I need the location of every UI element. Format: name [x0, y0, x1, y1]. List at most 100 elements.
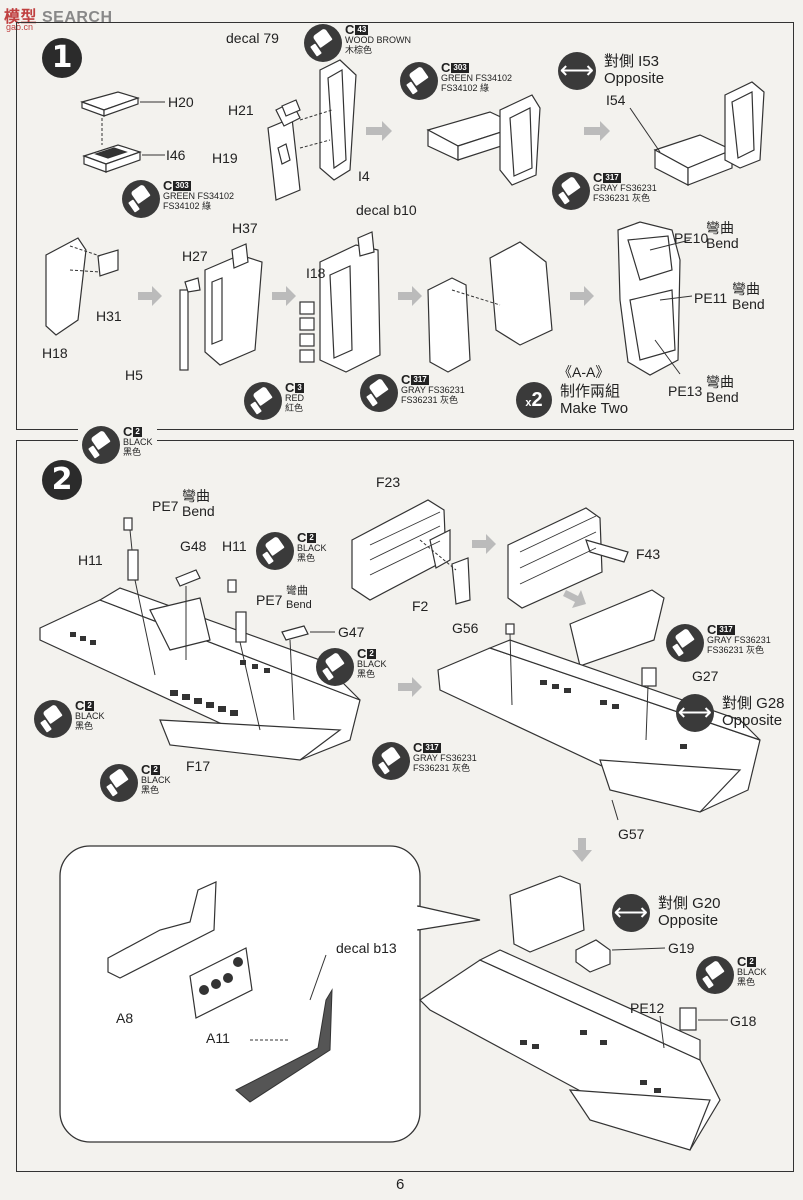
paintbrush-icon	[316, 648, 354, 686]
paint-num: 2	[307, 532, 316, 543]
step1-badge: 1	[42, 38, 82, 78]
paint-code: C	[737, 953, 747, 969]
label-pe11-bend-en: Bend	[732, 296, 765, 312]
label-pe10-bend-en: Bend	[706, 235, 739, 251]
make-two-badge: x2	[516, 382, 552, 418]
part-h20	[80, 91, 140, 117]
label-h11-a: H11	[78, 552, 103, 568]
label-f43: F43	[636, 546, 661, 562]
opposite-g28-en: Opposite	[722, 712, 783, 729]
make-two-cn: 制作兩組	[560, 383, 621, 400]
opposite-g20-arrow-icon	[612, 894, 650, 932]
paint-name: BLACK	[737, 966, 767, 977]
paint-num: 2	[85, 700, 94, 711]
step1-drawings	[45, 59, 765, 376]
paintbrush-icon	[400, 62, 438, 100]
part-g27	[641, 667, 657, 687]
paint-num: 2	[133, 426, 142, 437]
paint-num: 317	[423, 742, 441, 753]
part-g47	[281, 625, 309, 641]
label-a11: A11	[206, 1030, 230, 1046]
paint-num: 303	[451, 62, 469, 73]
paint-name: BLACK	[123, 436, 153, 447]
part-g18	[679, 1007, 697, 1031]
label-pe7-a-bend-en: Bend	[182, 503, 215, 519]
opposite-g28-cn: 對側 G28	[722, 695, 785, 712]
paintbrush-icon	[666, 624, 704, 662]
paintbrush-icon	[256, 532, 294, 570]
paint-num: 317	[717, 624, 735, 635]
paint-name: BLACK	[357, 658, 387, 669]
paint-code: C	[285, 379, 295, 395]
page-number: 6	[396, 1176, 405, 1193]
paint-name: BLACK	[141, 774, 171, 785]
paint-name-cn: FS34102 綠	[163, 200, 212, 211]
make-two-n: 2	[531, 389, 543, 411]
label-i46: I46	[166, 147, 186, 163]
part-pe-seat	[617, 221, 681, 376]
part-seat-assembly-b	[653, 81, 765, 186]
paintbrush-icon	[244, 382, 282, 420]
paint-num: 3	[295, 382, 304, 393]
paintbrush-icon	[122, 180, 160, 218]
paint-name: WOOD BROWN	[345, 34, 411, 45]
label-h21: H21	[228, 102, 254, 118]
part-f2	[451, 557, 471, 605]
label-pe10-bend-cn: 彎曲	[706, 220, 734, 236]
paint-num: 2	[367, 648, 376, 659]
part-h5	[179, 277, 201, 371]
part-f17-tub	[39, 587, 361, 761]
part-g48	[175, 569, 201, 587]
paint-code: C	[163, 177, 173, 193]
paint-name: GRAY FS36231	[593, 182, 657, 193]
label-g48: G48	[180, 538, 207, 554]
paint-name-cn: 黑色	[357, 668, 376, 679]
paint-name: GREEN FS34102	[441, 72, 513, 83]
paint-name-cn: FS36231 灰色	[401, 394, 459, 405]
label-g18: G18	[730, 1013, 757, 1029]
label-a8: A8	[116, 1010, 134, 1026]
label-g27: G27	[692, 668, 719, 684]
part-panel-step1	[319, 231, 381, 373]
paint-code: C	[75, 697, 85, 713]
make-two-aa: 《A-A》	[558, 364, 610, 380]
paint-name-cn: FS36231 灰色	[707, 644, 765, 655]
label-f2: F2	[412, 598, 429, 614]
paint-code: C	[345, 21, 355, 37]
part-panel-installed	[509, 875, 585, 953]
part-g56	[505, 623, 515, 635]
label-h19: H19	[212, 150, 238, 166]
opposite-arrow-icon	[558, 52, 596, 90]
paintbrush-icon	[696, 956, 734, 994]
paint-code: C	[413, 739, 423, 755]
label-pe11-bend-cn: 彎曲	[732, 281, 760, 297]
make-two-x: x	[525, 397, 532, 409]
label-h5: H5	[125, 367, 143, 383]
paint-name: GRAY FS36231	[401, 384, 465, 395]
paint-code: C	[297, 529, 307, 545]
part-tub-final	[419, 949, 721, 1151]
label-g19: G19	[668, 940, 695, 956]
opposite-g28-arrow-icon	[676, 694, 714, 732]
paint-code: C	[141, 761, 151, 777]
opposite-i53-cn: 對側 I53	[604, 53, 660, 70]
paint-num: 317	[603, 172, 621, 183]
paint-num: 43	[355, 24, 369, 35]
label-pe11: PE11	[694, 290, 728, 306]
label-i54: I54	[606, 92, 626, 108]
paint-name-cn: 木棕色	[345, 44, 373, 55]
paintbrush-icon	[34, 700, 72, 738]
paint-num: 2	[747, 956, 756, 967]
paint-name: RED	[285, 392, 305, 403]
paint-num: 317	[411, 374, 429, 385]
paint-name: GRAY FS36231	[413, 752, 477, 763]
step2-frame	[16, 440, 794, 1172]
